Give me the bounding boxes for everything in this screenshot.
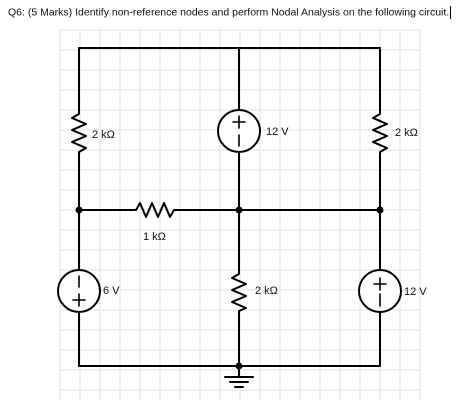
voltage-source-bottom-right: 12 V <box>358 269 427 313</box>
resistor-top-right-label: 2 kΩ <box>395 127 418 139</box>
resistor-middle-label: 1 kΩ <box>143 231 166 243</box>
voltage-source-top-center-label: 12 V <box>266 126 289 138</box>
voltage-source-top-center: 12 V <box>217 109 289 153</box>
voltage-source-bottom-left-label: 6 V <box>103 285 120 297</box>
ground-icon <box>224 376 254 388</box>
wires <box>78 47 381 378</box>
text-cursor <box>450 6 452 19</box>
resistor-top-left-label: 2 kΩ <box>92 129 115 141</box>
resistor-bottom-center: 2 kΩ <box>231 269 278 313</box>
voltage-source-bottom-right-label: 12 V <box>404 286 427 298</box>
voltage-source-bottom-left: 6 V <box>57 269 120 313</box>
question-text: Q6: (5 Marks) Identify non-reference nod… <box>8 6 452 19</box>
resistor-bottom-center-label: 2 kΩ <box>255 285 278 297</box>
resistor-middle: 1 kΩ <box>131 202 179 243</box>
resistor-top-right: 2 kΩ <box>372 109 418 159</box>
resistor-top-left: 2 kΩ <box>71 109 115 159</box>
question-label: Q6: (5 Marks) Identify non-reference nod… <box>8 6 450 19</box>
junction-dots <box>75 206 384 370</box>
